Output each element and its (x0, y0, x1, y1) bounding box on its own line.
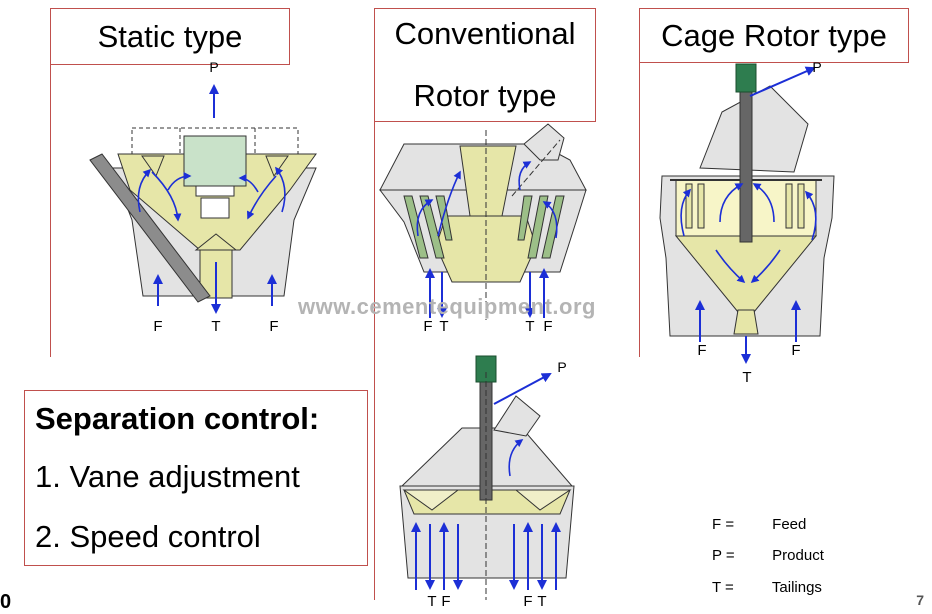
separation-item-speed: 2. Speed control (35, 519, 261, 554)
divider-conventional (374, 120, 375, 600)
bottom-f-right-label: F (523, 593, 532, 610)
bottom-f-left-label: F (441, 593, 450, 610)
legend-row-feed: F = Feed (712, 516, 806, 533)
cage-rotor-title: Cage Rotor type (639, 8, 909, 63)
conv-f-left-label: F (423, 318, 432, 335)
legend-row-tailings: T = Tailings (712, 579, 822, 596)
bottom-t-left-label: T (427, 593, 436, 610)
legend-key: F = (712, 516, 735, 533)
legend-value: Tailings (771, 579, 822, 596)
conv-t-left-label: T (439, 318, 448, 335)
conv-f-right-label: F (543, 318, 552, 335)
static-separator: P F T F (89, 59, 317, 335)
bottom-separator: P T F F T (399, 355, 575, 610)
cage-f-left-label: F (697, 342, 706, 359)
separation-item-vane: 1. Vane adjustment (35, 459, 300, 494)
legend-key: T = (712, 579, 734, 596)
legend-key: P = (712, 547, 735, 564)
divider-cage (639, 61, 640, 357)
bottom-p-label: P (557, 359, 566, 375)
bottom-t-right-label: T (537, 593, 546, 610)
page-number: 7 (916, 592, 924, 608)
conventional-rotor-title: Conventional Rotor type (374, 8, 596, 122)
static-f-left-label: F (153, 318, 162, 335)
legend-row-product: P = Product (712, 547, 824, 564)
legend-value: Product (772, 547, 824, 564)
separation-control-title: Separation control: (35, 401, 320, 436)
corner-mark: 0 (0, 591, 12, 613)
watermark-text: www.cementequipment.org (298, 294, 596, 319)
static-t-label: T (211, 318, 220, 335)
conventional-label-line1: Conventional (394, 16, 576, 51)
conventional-separator: F T T F (379, 123, 587, 335)
conv-t-right-label: T (525, 318, 534, 335)
cage-t-label: T (742, 369, 751, 386)
cage-rotor-label: Cage Rotor type (661, 17, 887, 53)
static-type-title: Static type (50, 8, 290, 65)
cage-separator: P F F T (659, 59, 835, 386)
separation-control-box: Separation control: 1. Vane adjustment 2… (24, 390, 368, 566)
cage-f-right-label: F (791, 342, 800, 359)
legend-value: Feed (772, 516, 807, 533)
conventional-label-line2: Rotor type (413, 78, 557, 113)
static-p-label: P (209, 59, 218, 75)
static-f-right-label: F (269, 318, 278, 335)
static-type-label: Static type (97, 18, 243, 54)
divider-static (50, 63, 51, 357)
cage-p-label: P (812, 59, 821, 75)
